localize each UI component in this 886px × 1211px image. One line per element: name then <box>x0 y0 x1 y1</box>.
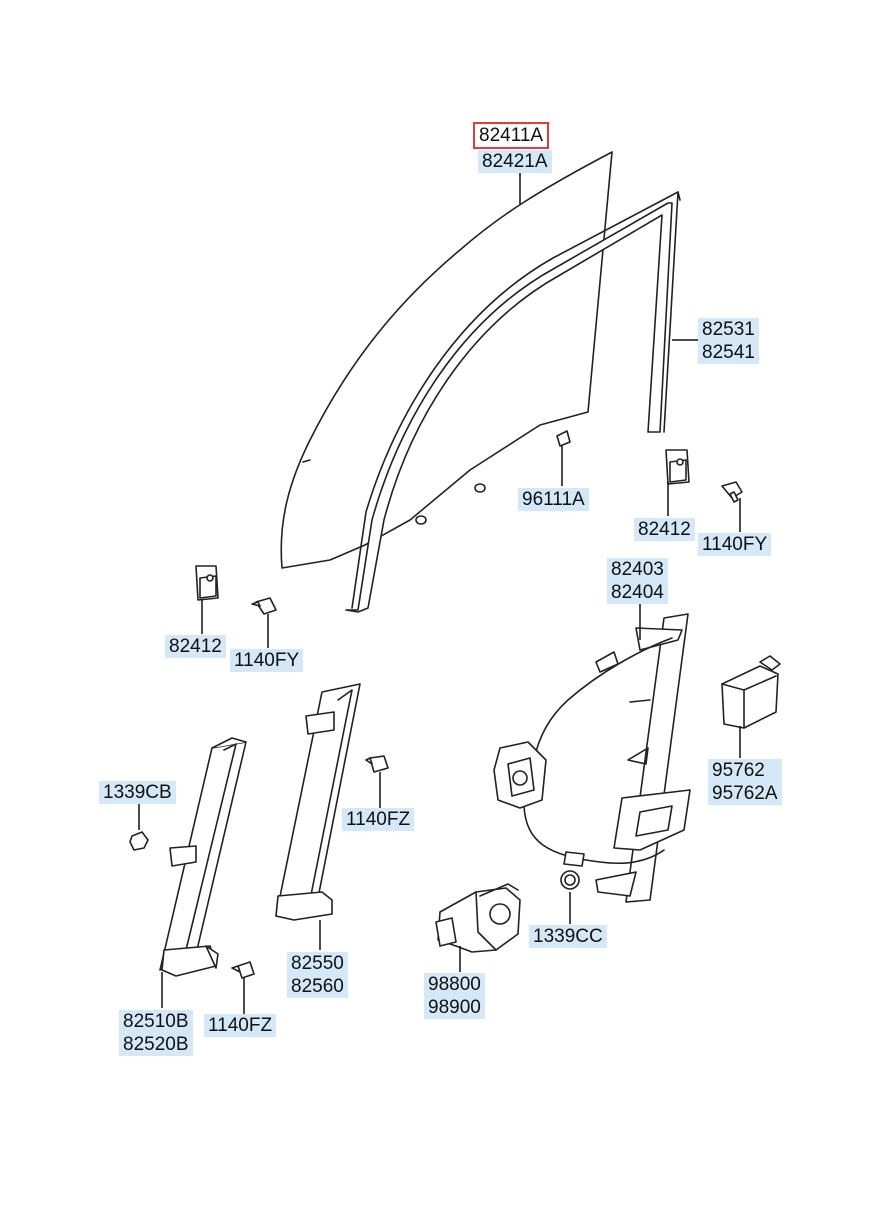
bolt-lower <box>231 961 255 979</box>
label-bolt-left[interactable]: 1140FY <box>230 649 304 672</box>
label-bolt-mid[interactable]: 1140FZ <box>342 808 415 831</box>
clip-left <box>195 565 219 601</box>
nut <box>129 831 149 851</box>
window-regulator <box>493 613 691 903</box>
guide-channel-b <box>159 737 247 977</box>
label-glass-line2: 82421A <box>482 151 548 172</box>
label-bolt-low-line1: 1140FZ <box>208 1015 273 1036</box>
label-module[interactable]: 95762 95762A <box>708 759 782 805</box>
regulator-motor <box>435 883 521 953</box>
pad <box>556 430 571 447</box>
label-regulator[interactable]: 82403 82404 <box>607 558 668 604</box>
label-guide-b-line2: 82520B <box>123 1034 189 1055</box>
label-run-channel[interactable]: 82531 82541 <box>698 318 759 364</box>
label-clip-right-line1: 82412 <box>638 519 691 540</box>
label-bolt-left-line1: 1140FY <box>234 650 300 671</box>
label-regulator-line2: 82404 <box>611 582 664 603</box>
label-grommet[interactable]: 1339CC <box>529 925 607 948</box>
label-grommet-line1: 1339CC <box>533 926 603 947</box>
label-module-line2: 95762A <box>712 783 778 804</box>
glass-run-channel <box>345 202 673 613</box>
label-motor-line1: 98800 <box>428 974 481 995</box>
label-bolt-right[interactable]: 1140FY <box>698 533 772 556</box>
label-run-channel-line1: 82531 <box>702 319 755 340</box>
label-glass-2[interactable]: 82421A <box>478 150 552 173</box>
label-regulator-line1: 82403 <box>611 559 664 580</box>
control-module <box>721 655 781 729</box>
label-clip-right[interactable]: 82412 <box>634 518 695 541</box>
guide-channel-mid <box>275 683 361 921</box>
label-motor-line2: 98900 <box>428 997 481 1018</box>
label-guide-mid[interactable]: 82550 82560 <box>287 952 348 998</box>
clip-right <box>665 449 690 485</box>
label-glass[interactable]: 82411A <box>472 122 550 149</box>
label-guide-mid-line2: 82560 <box>291 976 344 997</box>
label-clip-left-line1: 82412 <box>169 636 222 657</box>
label-run-channel-line2: 82541 <box>702 342 755 363</box>
label-pad-line1: 96111A <box>522 489 585 510</box>
label-motor[interactable]: 98800 98900 <box>424 973 485 1019</box>
label-glass-line1: 82411A <box>479 125 544 146</box>
label-bolt-right-line1: 1140FY <box>702 534 768 555</box>
label-bolt-low[interactable]: 1140FZ <box>204 1014 277 1037</box>
label-guide-b[interactable]: 82510B 82520B <box>119 1010 193 1056</box>
label-clip-left[interactable]: 82412 <box>165 635 226 658</box>
label-pad[interactable]: 96111A <box>518 488 589 511</box>
bolt-left <box>251 597 277 615</box>
label-guide-mid-line1: 82550 <box>291 953 344 974</box>
label-module-line1: 95762 <box>712 760 765 781</box>
grommet <box>560 870 580 890</box>
door-glass <box>280 151 613 569</box>
bolt-mid <box>365 755 389 773</box>
label-nut-line1: 1339CB <box>103 782 172 803</box>
label-guide-b-line1: 82510B <box>123 1011 189 1032</box>
label-bolt-mid-line1: 1140FZ <box>346 809 411 830</box>
bolt-right <box>721 481 743 503</box>
label-nut[interactable]: 1339CB <box>99 781 176 804</box>
